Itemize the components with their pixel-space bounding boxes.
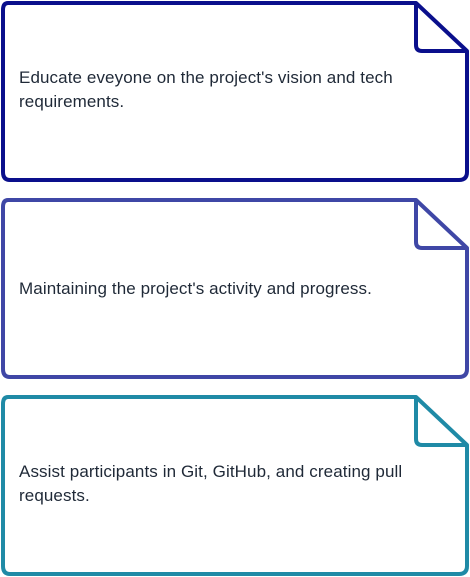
- note-card-frame: [1, 395, 469, 576]
- note-card-vision: Educate eveyone on the project's vision …: [0, 0, 470, 183]
- note-card-border: [1, 198, 469, 379]
- note-card-border: [1, 1, 469, 182]
- note-card-text: Educate eveyone on the project's vision …: [19, 68, 393, 111]
- note-card-git-help: Assist participants in Git, GitHub, and …: [0, 394, 470, 577]
- note-card-border: [1, 395, 469, 576]
- folded-corner-icon: [414, 3, 467, 53]
- folded-corner-icon: [414, 200, 467, 250]
- folded-corner-icon: [414, 397, 467, 447]
- note-card-activity: Maintaining the project's activity and p…: [0, 197, 470, 380]
- note-card-frame: [1, 1, 469, 182]
- note-card-frame: [1, 198, 469, 379]
- note-card-text: Assist participants in Git, GitHub, and …: [19, 462, 403, 505]
- note-card-text: Maintaining the project's activity and p…: [19, 279, 372, 298]
